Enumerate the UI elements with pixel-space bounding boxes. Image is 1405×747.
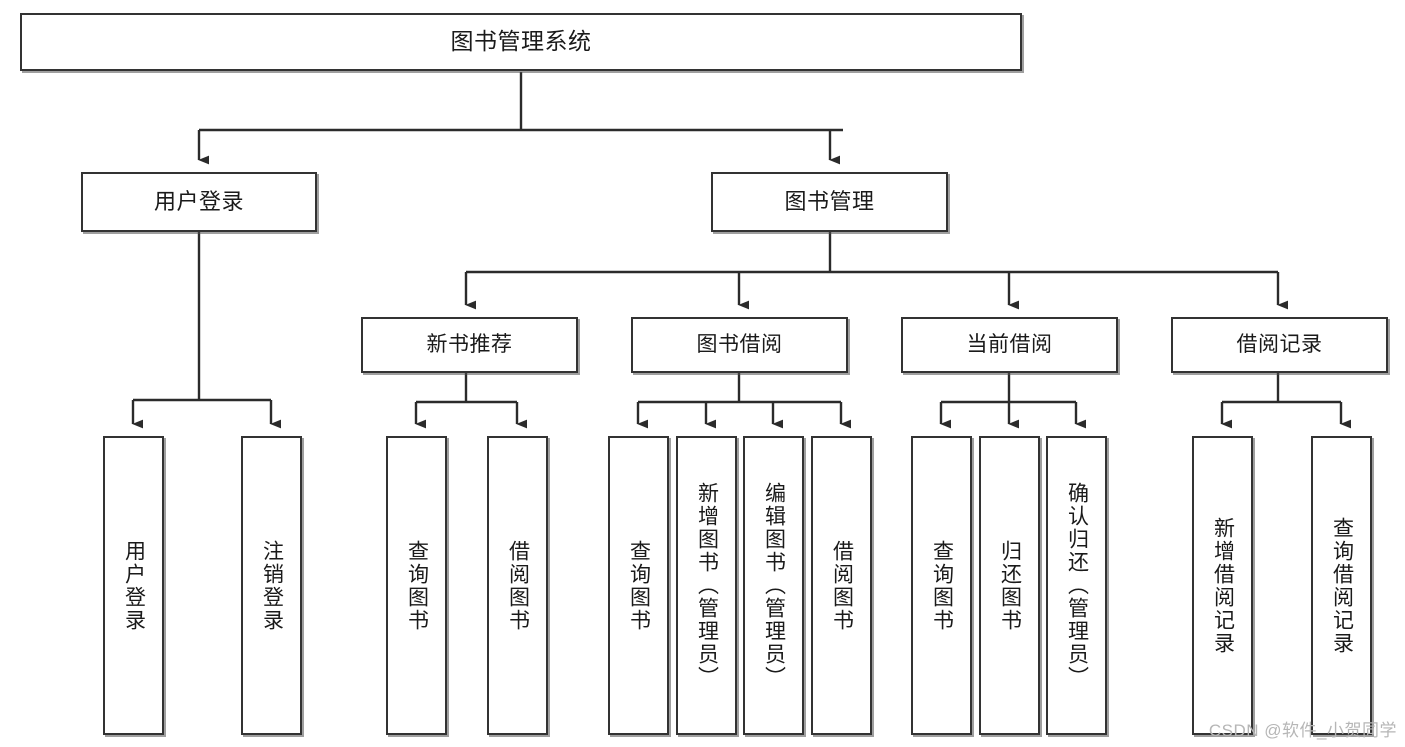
node-borrow-record[interactable]: 借阅记录 xyxy=(1171,317,1388,373)
leaf-br-add-record[interactable]: 新增借阅记录 xyxy=(1192,436,1253,735)
leaf-cb-confirm-return[interactable]: 确认归还（管理员） xyxy=(1046,436,1107,735)
node-label: 确认归还（管理员） xyxy=(1065,482,1089,689)
node-label: 用户登录 xyxy=(153,189,244,215)
node-label: 图书管理系统 xyxy=(450,28,592,55)
node-label: 查询图书 xyxy=(930,539,954,632)
node-label: 查询图书 xyxy=(405,539,429,632)
node-book-borrow[interactable]: 图书借阅 xyxy=(631,317,848,373)
node-label: 借阅记录 xyxy=(1236,332,1323,356)
node-new-book-recommend[interactable]: 新书推荐 xyxy=(361,317,578,373)
node-label: 归还图书 xyxy=(998,539,1022,632)
node-label: 编辑图书（管理员） xyxy=(762,482,786,689)
leaf-bb-borrow-book[interactable]: 借阅图书 xyxy=(811,436,872,735)
node-label: 借阅图书 xyxy=(506,539,530,632)
leaf-nb-borrow-book[interactable]: 借阅图书 xyxy=(487,436,548,735)
node-label: 新增借阅记录 xyxy=(1211,516,1235,655)
node-label: 新书推荐 xyxy=(426,332,513,356)
node-book-management[interactable]: 图书管理 xyxy=(711,172,948,232)
node-label: 用户登录 xyxy=(122,539,146,632)
csdn-watermark: CSDN @软件_小贺同学 xyxy=(1208,721,1397,740)
leaf-user-login[interactable]: 用户登录 xyxy=(103,436,164,735)
leaf-nb-query-book[interactable]: 查询图书 xyxy=(386,436,447,735)
node-root-system[interactable]: 图书管理系统 xyxy=(20,13,1022,71)
leaf-logout[interactable]: 注销登录 xyxy=(241,436,302,735)
leaf-bb-query-book[interactable]: 查询图书 xyxy=(608,436,669,735)
node-label: 注销登录 xyxy=(260,539,284,632)
node-label: 查询图书 xyxy=(627,539,651,632)
node-label: 图书借阅 xyxy=(696,332,783,356)
node-label: 新增图书（管理员） xyxy=(695,482,719,689)
node-label: 当前借阅 xyxy=(966,332,1053,356)
node-label: 查询借阅记录 xyxy=(1330,516,1354,655)
leaf-cb-return-book[interactable]: 归还图书 xyxy=(979,436,1040,735)
node-current-borrow[interactable]: 当前借阅 xyxy=(901,317,1118,373)
leaf-cb-query-book[interactable]: 查询图书 xyxy=(911,436,972,735)
leaf-br-query-record[interactable]: 查询借阅记录 xyxy=(1311,436,1372,735)
node-label: 借阅图书 xyxy=(830,539,854,632)
leaf-bb-add-book[interactable]: 新增图书（管理员） xyxy=(676,436,737,735)
node-user-login[interactable]: 用户登录 xyxy=(81,172,317,232)
leaf-bb-edit-book[interactable]: 编辑图书（管理员） xyxy=(743,436,804,735)
node-label: 图书管理 xyxy=(784,189,875,215)
